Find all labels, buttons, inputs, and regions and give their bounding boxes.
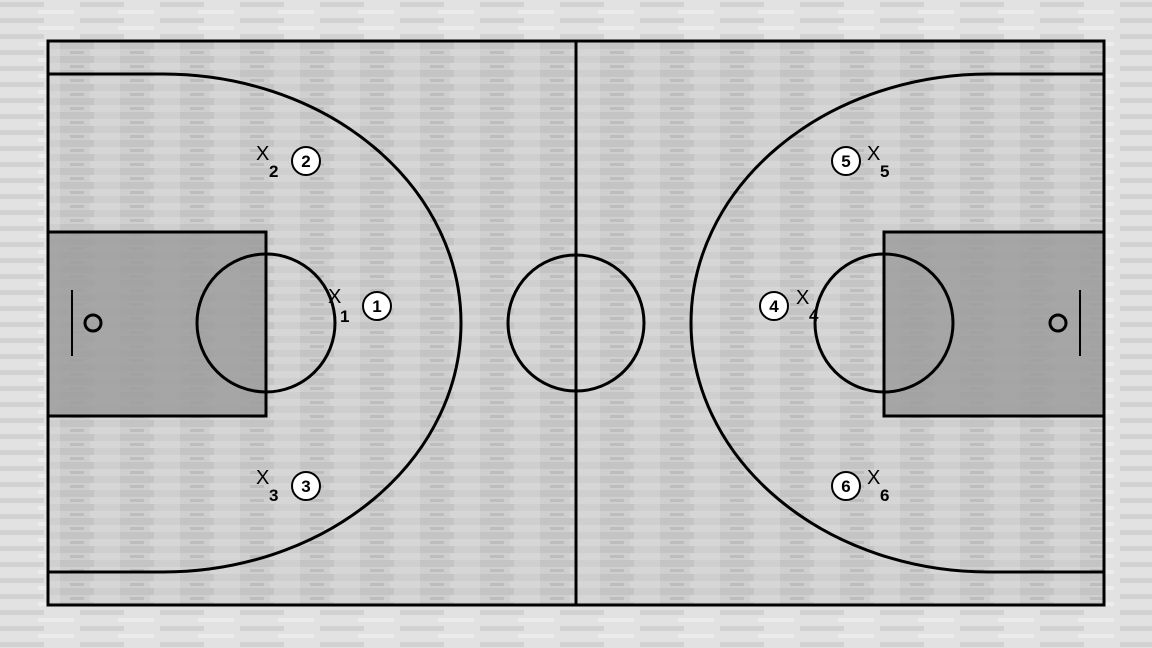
offense-player-label: 4 xyxy=(769,297,779,316)
defender-mark: X xyxy=(328,286,341,308)
defender-number: 3 xyxy=(269,486,278,505)
defender-1: X 1 xyxy=(328,286,349,326)
left-rim xyxy=(83,313,103,333)
center-circle xyxy=(506,253,646,393)
defender-number: 6 xyxy=(880,486,889,505)
offense-player-label: 3 xyxy=(301,477,310,496)
offense-player-5: 5 xyxy=(831,146,861,176)
offense-players: 1 2 3 4 5 6 xyxy=(291,146,861,501)
right-paint xyxy=(884,232,1104,416)
offense-player-2: 2 xyxy=(291,146,321,176)
defense-players: X 1 X 2 X 3 X 4 X 5 X 6 xyxy=(256,143,889,505)
offense-player-label: 2 xyxy=(301,152,310,171)
defender-number: 4 xyxy=(809,306,819,325)
defender-3: X 3 xyxy=(256,467,278,505)
defender-number: 5 xyxy=(880,162,889,181)
left-paint xyxy=(48,232,266,416)
left-free-throw-circle xyxy=(195,252,337,394)
defender-mark: X xyxy=(796,287,809,309)
offense-player-label: 1 xyxy=(372,297,381,316)
defender-mark: X xyxy=(256,467,269,489)
offense-player-label: 6 xyxy=(841,477,850,496)
defender-2: X 2 xyxy=(256,143,278,181)
defender-5: X 5 xyxy=(867,143,889,181)
offense-player-3: 3 xyxy=(291,471,321,501)
right-free-throw-circle xyxy=(813,252,955,394)
right-three-point-line xyxy=(689,72,1104,574)
left-three-point-line xyxy=(48,72,463,574)
offense-player-6: 6 xyxy=(831,471,861,501)
defender-6: X 6 xyxy=(867,467,889,505)
defender-mark: X xyxy=(256,143,269,165)
right-key-outline xyxy=(882,230,1106,418)
left-key-outline xyxy=(46,230,268,418)
right-rim xyxy=(1048,313,1068,333)
defender-number: 1 xyxy=(340,307,349,326)
defender-4: X 4 xyxy=(796,287,819,325)
defender-number: 2 xyxy=(269,162,278,181)
offense-player-label: 5 xyxy=(841,152,850,171)
offense-player-1: 1 xyxy=(362,291,392,321)
offense-player-4: 4 xyxy=(759,291,789,321)
defender-mark: X xyxy=(867,467,880,489)
defender-mark: X xyxy=(867,143,880,165)
